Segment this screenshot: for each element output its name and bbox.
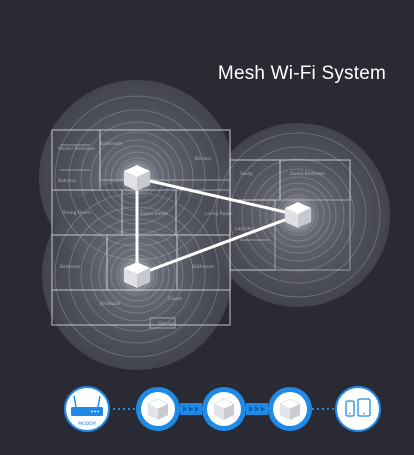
floor-plan bbox=[51, 129, 351, 329]
room-label: Guest Bedroom bbox=[290, 171, 325, 177]
mesh-node-icon bbox=[268, 387, 312, 431]
connection-chain: MODEM bbox=[64, 386, 381, 432]
mesh-backhaul-bars bbox=[180, 403, 268, 415]
page-title: Mesh Wi-Fi System bbox=[217, 63, 386, 84]
room-label: Master Bedroom bbox=[58, 146, 95, 152]
room-label: Bedroom bbox=[100, 301, 120, 307]
room-label: Closet bbox=[168, 296, 182, 302]
room-label: Bedroom bbox=[60, 264, 80, 270]
mesh-node-cube-icon bbox=[119, 160, 155, 196]
mesh-node-cube-icon bbox=[280, 197, 316, 233]
room-label: Kitchen bbox=[195, 156, 212, 162]
mesh-links bbox=[135, 176, 300, 277]
modem-label: MODEM bbox=[78, 421, 96, 427]
room-label: Living Room bbox=[205, 211, 233, 217]
phone-tablet-icon bbox=[335, 386, 381, 432]
signal-rings-right bbox=[215, 132, 381, 298]
room-label: Bathroom bbox=[192, 264, 214, 270]
room-label: Study bbox=[240, 171, 253, 177]
room-label: Bathroom bbox=[100, 141, 122, 147]
room-labels: Master Bedroom Balcony Kitchen Dining Ro… bbox=[58, 141, 325, 327]
room-label: Laundry bbox=[235, 226, 254, 232]
room-label: Balcony bbox=[58, 178, 76, 184]
modem-icon: MODEM bbox=[64, 386, 110, 432]
mesh-node-icon bbox=[202, 387, 246, 431]
room-label: Guest Room bbox=[140, 211, 167, 217]
room-label: Storage bbox=[158, 321, 176, 327]
room-label: Dining Room bbox=[62, 210, 91, 216]
mesh-link bbox=[135, 176, 300, 217]
mesh-node-cube-icon bbox=[119, 257, 155, 293]
mesh-link bbox=[135, 213, 300, 277]
mesh-node-icon bbox=[136, 387, 180, 431]
